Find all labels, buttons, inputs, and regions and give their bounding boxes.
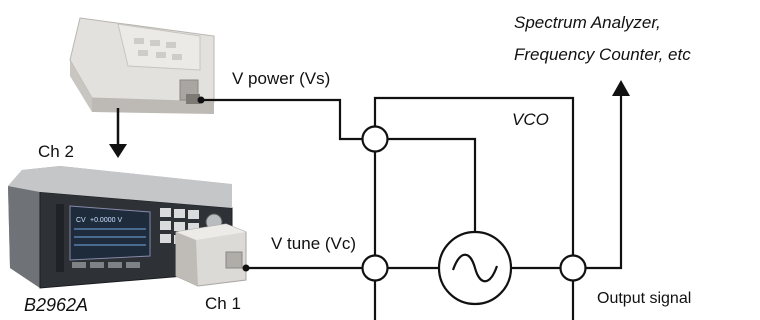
destination-label-line-1: Spectrum Analyzer, xyxy=(514,13,661,32)
tune-module-device xyxy=(175,223,250,287)
display-line-1: CV xyxy=(76,217,86,224)
display-line-2: +0.0000 V xyxy=(90,217,122,224)
v-tune-label: V tune (Vc) xyxy=(271,234,356,253)
vco-box xyxy=(373,96,575,320)
ch2-down-arrow-icon xyxy=(109,108,127,158)
power-module-device xyxy=(69,17,215,114)
output-signal-label: Output signal xyxy=(597,290,691,307)
ch1-label: Ch 1 xyxy=(205,294,241,313)
output-up-arrow-icon xyxy=(612,80,630,96)
v-power-label: V power (Vs) xyxy=(232,69,330,88)
v-power-wire xyxy=(199,98,364,141)
destination-label-line-2: Frequency Counter, etc xyxy=(514,45,691,64)
output-wire xyxy=(584,93,623,270)
output-port xyxy=(559,254,587,282)
wiring xyxy=(199,93,623,320)
vc-port xyxy=(361,254,389,282)
ch2-label: Ch 2 xyxy=(38,142,74,161)
power-to-oscillator-wire xyxy=(386,137,477,241)
oscillator-symbol xyxy=(437,230,513,306)
vs-port xyxy=(361,125,389,153)
vco-label: VCO xyxy=(512,110,549,129)
model-label: B2962A xyxy=(24,295,88,315)
